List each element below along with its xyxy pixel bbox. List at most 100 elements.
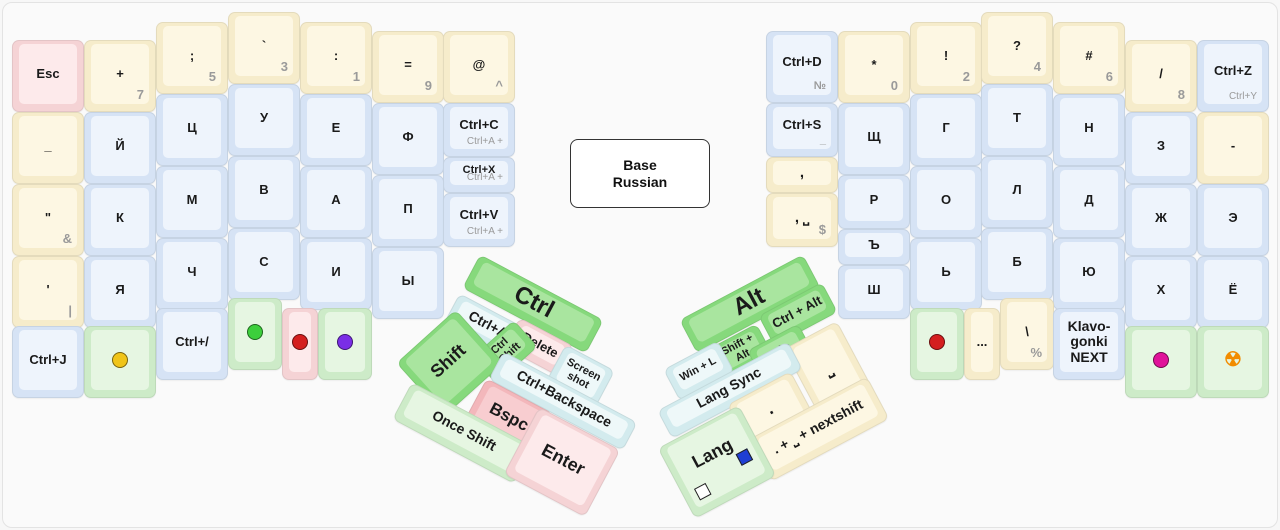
key-label: А	[331, 191, 341, 207]
key-sublabel: Ctrl+A +	[466, 136, 503, 147]
key-label: Ctrl+Z	[1214, 62, 1252, 78]
keycap-top	[450, 107, 508, 149]
keycap-top	[91, 116, 149, 176]
key-ru-sh: Ш	[838, 265, 910, 319]
keycap-top	[917, 26, 975, 86]
keycap-top	[235, 232, 293, 292]
key-exclaim: !2	[910, 22, 982, 94]
key-ru-hard: Ъ	[838, 229, 910, 265]
keycap-top	[307, 26, 365, 86]
key-ctrl-c: Ctrl+C Ctrl+A +	[443, 103, 515, 157]
key-label: Р	[869, 191, 879, 207]
keycap-top	[1204, 44, 1262, 104]
keycap-top	[988, 160, 1046, 220]
key-ctrl-j: Ctrl+J	[12, 326, 84, 398]
key-sublabel: 0	[890, 78, 898, 93]
key-ru-n: Н	[1053, 94, 1125, 166]
keycap-top	[773, 161, 831, 185]
keycap-top	[163, 170, 221, 230]
key-label: М	[186, 191, 198, 207]
key-label: Ctrl+C	[459, 116, 499, 132]
keycap-top	[845, 233, 903, 257]
key-label: Klavo- gonki NEXT	[1067, 317, 1111, 365]
key-label: Х	[1156, 281, 1166, 297]
key-label: Ю	[1082, 263, 1096, 279]
keycap-top	[988, 16, 1046, 76]
layer-title-line1: Base	[623, 156, 657, 173]
key-ctrl-slash: Ctrl+/	[156, 308, 228, 380]
keycap-top	[235, 88, 293, 148]
key-label: +	[116, 65, 124, 81]
keycap-top	[971, 312, 993, 372]
key-purple-dot	[318, 308, 372, 380]
layer-title-box: Base Russian	[570, 139, 710, 208]
key-label: Ctrl+J	[29, 351, 67, 367]
key-ru-v: В	[228, 156, 300, 228]
keycap-top	[1060, 312, 1118, 372]
key-label: Esc	[36, 65, 60, 81]
key-label: Л	[1012, 181, 1022, 197]
key-label: С	[259, 253, 269, 269]
key-label: ☢	[1224, 349, 1242, 371]
key-label: У	[259, 109, 269, 125]
key-sublabel: 6	[1105, 69, 1113, 84]
key-sublabel: ^	[495, 78, 503, 93]
key-ellipsis: ...	[964, 308, 1000, 380]
keycap-top	[773, 107, 831, 149]
key-ru-d: Д	[1053, 166, 1125, 238]
key-label: -	[1230, 137, 1236, 153]
key-label: К	[116, 209, 124, 225]
key-sublabel: №	[813, 80, 826, 92]
keycap-top	[19, 188, 77, 248]
key-minus: -	[1197, 112, 1269, 184]
key-ru-z: З	[1125, 112, 1197, 184]
key-sublabel: _	[819, 134, 826, 146]
key-at: @^	[443, 31, 515, 103]
key-label: Я	[115, 281, 125, 297]
keycap-top	[163, 242, 221, 302]
key-ru-yu: Ю	[1053, 238, 1125, 310]
key-label: @	[472, 56, 486, 72]
key-label: Ctrl+S	[782, 116, 822, 132]
key-label: Ъ	[868, 236, 880, 252]
key-label: ,	[799, 163, 805, 181]
key-sublabel: %	[1030, 345, 1042, 360]
key-label: /	[1159, 65, 1163, 81]
key-apostrophe: '|	[12, 256, 84, 328]
keycap-top	[19, 330, 77, 390]
key-label: Н	[1084, 119, 1094, 135]
keycap-top	[1132, 260, 1190, 320]
key-sublabel: 1	[352, 69, 360, 84]
keycap-top	[1060, 98, 1118, 158]
keycap-top	[379, 107, 437, 167]
key-ru-r: Р	[838, 175, 910, 229]
key-label: Ч	[187, 263, 197, 279]
key-label: ;	[189, 47, 195, 63]
keycap-top	[450, 197, 508, 239]
color-dot-icon	[337, 334, 353, 350]
key-label: ?	[1013, 37, 1021, 53]
key-klavogonki: Klavo- gonki NEXT	[1053, 308, 1125, 380]
keycap-top	[917, 170, 975, 230]
keycap-top	[19, 44, 77, 104]
keycap-top	[1060, 242, 1118, 302]
key-label: Е	[331, 119, 341, 135]
key-ru-u: У	[228, 84, 300, 156]
color-dot-icon	[292, 334, 308, 350]
keycap-top	[917, 242, 975, 302]
key-label: '	[46, 281, 50, 297]
keycap-top	[988, 88, 1046, 148]
key-label: \	[1025, 323, 1029, 339]
keycap-top	[845, 107, 903, 167]
key-label: Ctrl+/	[175, 333, 209, 349]
key-plus: +7	[84, 40, 156, 112]
key-asterisk: *0	[838, 31, 910, 103]
key-sublabel: |	[68, 303, 72, 318]
key-red-dot	[282, 308, 318, 380]
keycap-top	[988, 232, 1046, 292]
key-ru-o: О	[910, 166, 982, 238]
key-green-dot	[228, 298, 282, 370]
